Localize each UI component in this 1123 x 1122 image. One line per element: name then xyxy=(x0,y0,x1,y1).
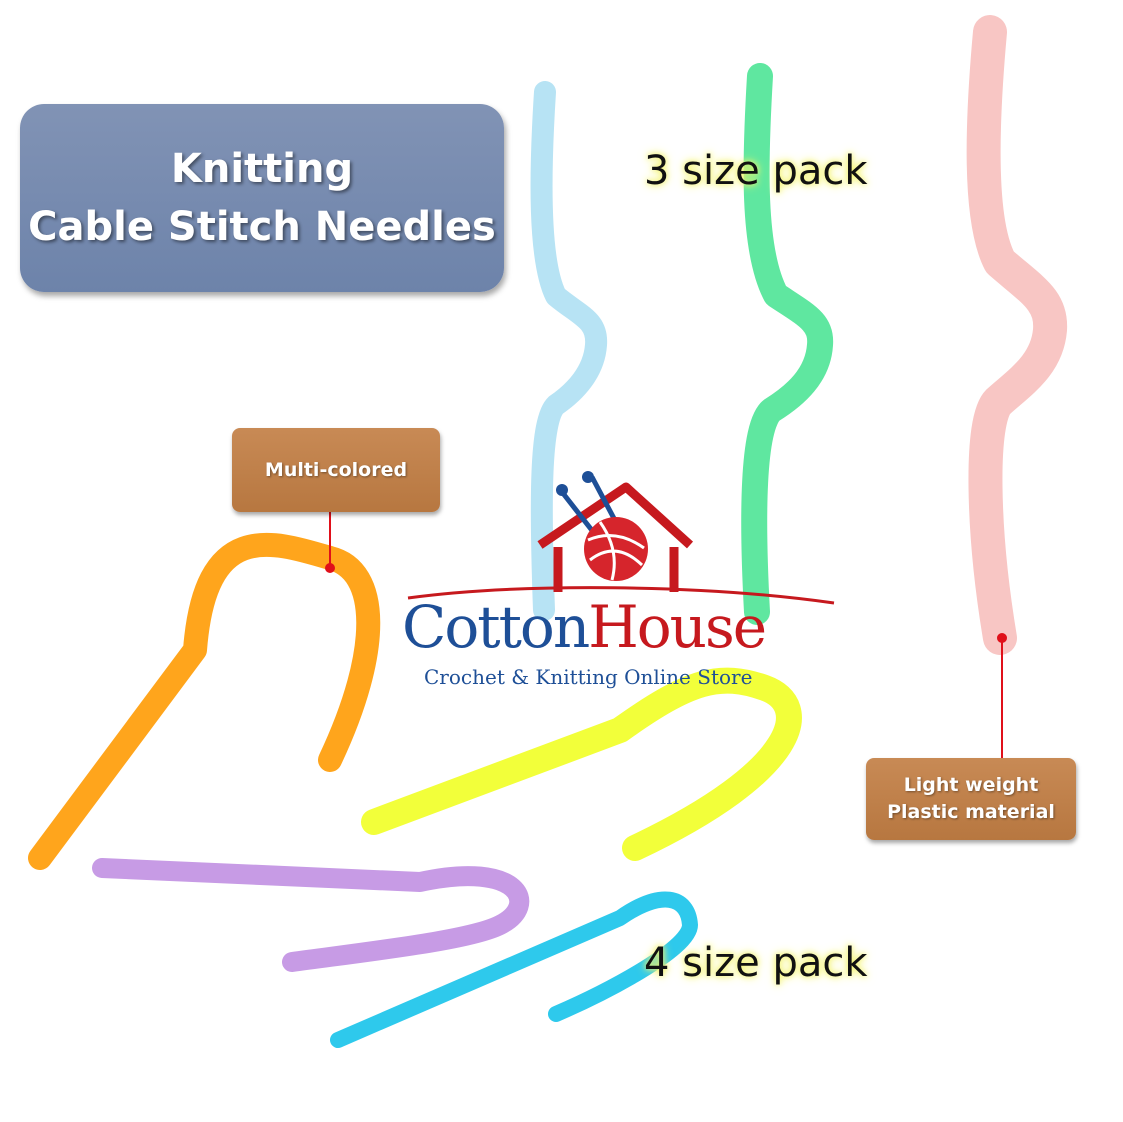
title-banner: Knitting Cable Stitch Needles xyxy=(20,104,504,292)
multi-colored-pointer-dot xyxy=(325,563,335,573)
four-size-pack-label: 4 size pack xyxy=(644,940,868,986)
multi-colored-callout: Multi-colored xyxy=(232,428,440,512)
logo-name-part-1: Cotton xyxy=(402,593,590,661)
cyan-u-needle xyxy=(330,891,698,1048)
three-size-pack-label: 3 size pack xyxy=(644,148,868,194)
logo-brand-name: CottonHouse xyxy=(402,593,767,661)
pink-s-needle xyxy=(966,15,1068,655)
light-blue-s-needle xyxy=(530,81,608,621)
green-s-needle xyxy=(741,63,834,625)
logo-tagline: Crochet & Knitting Online Store xyxy=(424,665,753,689)
light-weight-line-2: Plastic material xyxy=(887,801,1055,823)
multi-colored-text: Multi-colored xyxy=(264,458,408,481)
light-weight-line-1: Light weight xyxy=(903,774,1039,796)
yellow-u-needle xyxy=(361,667,802,861)
title-line-2: Cable Stitch Needles xyxy=(28,204,496,250)
light-weight-callout: Light weight Plastic material xyxy=(866,758,1076,840)
purple-u-needle xyxy=(92,858,530,972)
logo-house-icon xyxy=(407,471,835,605)
logo-name-part-2: House xyxy=(588,593,767,661)
light-weight-pointer-dot xyxy=(997,633,1007,643)
orange-u-needle xyxy=(28,532,381,870)
title-line-1: Knitting xyxy=(170,146,354,192)
